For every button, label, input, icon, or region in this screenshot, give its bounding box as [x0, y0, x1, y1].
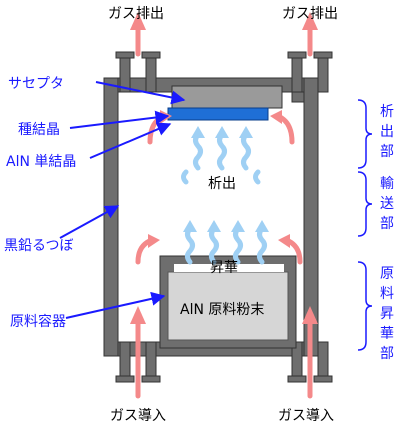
aln-single-crystal-label: AlN 単結晶 [6, 154, 76, 170]
zone-source-char-1: 原 [380, 266, 394, 282]
susceptor-assembly [167, 85, 283, 121]
susceptor-label: サセプタ [8, 76, 64, 92]
zone-source-char-4: 華 [380, 326, 394, 342]
seed-crystal-plate [167, 107, 269, 121]
sublimation-label: 昇華 [210, 260, 238, 276]
zone-precipitation-char-2: 出 [380, 124, 394, 140]
source-powder [167, 271, 289, 341]
zone-transport-char-3: 部 [380, 216, 394, 232]
gas-out-right-label: ガス排出 [282, 6, 338, 22]
zone-source-char-2: 料 [380, 286, 394, 302]
gas-out-left-label: ガス排出 [108, 6, 164, 22]
source-container [159, 255, 297, 349]
gas-in-left-label: ガス導入 [110, 408, 166, 424]
source-container-label: 原料容器 [10, 313, 66, 330]
zone-precipitation-char-1: 析 [380, 104, 394, 120]
zone-transport-char-1: 輸 [380, 176, 394, 192]
vapor-arrowheads-upper [191, 126, 253, 138]
aln-source-powder-label: AlN 原料粉末 [180, 302, 264, 318]
pointer-lines [59, 81, 186, 319]
zone-transport-char-2: 送 [380, 196, 394, 212]
seed-crystal-label: 種結晶 [18, 122, 60, 138]
vapor-arrows-upper [181, 132, 261, 185]
vapor-arrowheads-lower [183, 220, 269, 232]
graphite-crucible-label: 黒鉛るつぼ [4, 238, 73, 254]
graphite-crucible [103, 51, 333, 383]
gas-arrowheads [130, 12, 318, 324]
susceptor-block [171, 85, 283, 109]
zone-precipitation-char-3: 部 [380, 144, 394, 160]
zone-source-char-3: 昇 [380, 306, 394, 322]
vapor-arrows-lower [185, 226, 267, 265]
zone-source-char-5: 部 [380, 346, 394, 362]
precipitation-label: 析出 [208, 176, 236, 192]
gas-in-right-label: ガス導入 [278, 408, 334, 424]
zone-brackets [357, 99, 373, 351]
